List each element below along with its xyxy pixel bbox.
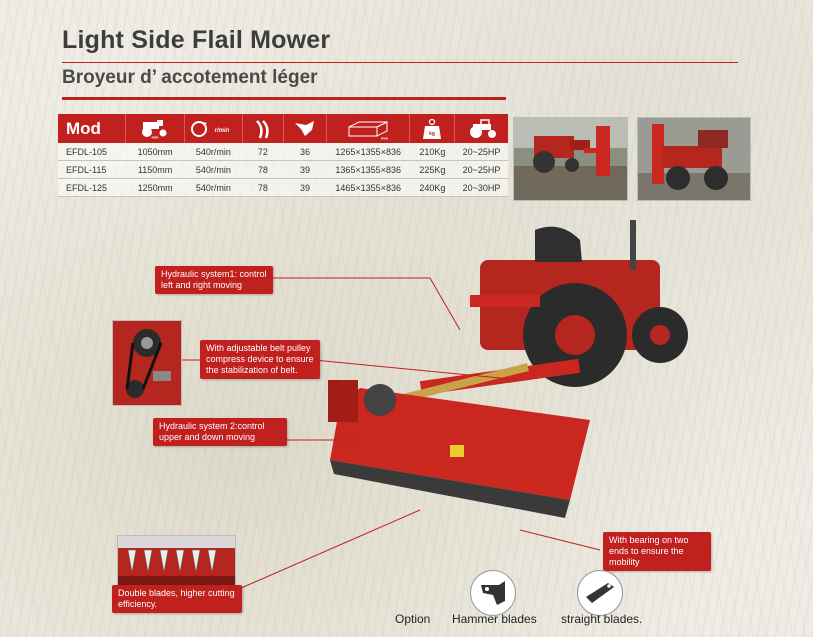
spec-cell: 1365×1355×836	[326, 160, 410, 179]
spec-cell: 540r/min	[184, 178, 243, 197]
hammer-blade-icon	[470, 570, 516, 616]
spec-cell: 20~25HP	[454, 143, 508, 161]
spec-cell: 225Kg	[409, 160, 455, 179]
spec-cell: 39	[283, 160, 327, 179]
spec-cell: 1150mm	[125, 160, 185, 179]
pto-speed-header: r/min	[184, 114, 243, 143]
spec-cell: EFDL-115	[58, 160, 126, 179]
option-label: Option	[395, 612, 431, 626]
spec-cell: 540r/min	[184, 160, 243, 179]
hammer-count-header	[283, 114, 328, 143]
spec-cell: 78	[242, 160, 284, 179]
weight-icon: kg	[423, 118, 442, 139]
belt-adjust-callout: With adjustable belt pulley compress dev…	[200, 340, 320, 379]
belt-pulley-photo	[112, 320, 182, 406]
spec-cell: 1265×1355×836	[326, 143, 410, 161]
dims-unit: mm	[381, 135, 389, 140]
spec-cell: 39	[283, 178, 327, 197]
mod-header: Mod	[58, 114, 127, 143]
spec-cell: 540r/min	[184, 143, 243, 161]
double-blade-icon	[255, 119, 269, 138]
speed-unit: r/min	[215, 128, 230, 134]
flail-mower-illustration	[328, 220, 688, 518]
page-title: Light Side Flail Mower	[62, 26, 331, 54]
width-unit: mm	[152, 134, 160, 139]
hydraulic-system-1-callout: Hydraulic system1: control left and righ…	[155, 266, 273, 294]
spec-cell: 1465×1355×836	[326, 178, 410, 197]
straight-blades-label: straight blades.	[561, 612, 643, 626]
spec-cell: 20~30HP	[454, 178, 508, 197]
spec-header-row: Mod mm r/min	[58, 114, 508, 143]
tractor-side-photo	[513, 117, 628, 201]
page-subtitle: Broyeur d’ accotement léger	[62, 67, 318, 88]
tractor-rear-photo	[637, 117, 751, 201]
blade-count-header	[242, 114, 284, 143]
weight-unit: kg	[429, 131, 435, 137]
bearing-callout: With bearing on two ends to ensure the m…	[603, 532, 711, 571]
hammer-blade-icon	[294, 120, 314, 136]
spec-cell: 1250mm	[125, 178, 185, 197]
working-width-header: mm	[125, 114, 185, 143]
title-rule	[62, 62, 738, 63]
spec-cell: 20~25HP	[454, 160, 508, 179]
subtitle-rule	[62, 97, 506, 100]
tractor-icon	[469, 118, 496, 138]
spec-cell: 72	[242, 143, 284, 161]
spec-cell: 210Kg	[409, 143, 455, 161]
spec-cell: 78	[242, 178, 284, 197]
straight-blade-icon	[577, 570, 623, 616]
rotation-icon: r/min	[191, 120, 230, 137]
spec-cell: 36	[283, 143, 327, 161]
spec-cell: 240Kg	[409, 178, 455, 197]
spec-cell: EFDL-125	[58, 178, 126, 197]
weight-header: kg	[409, 114, 456, 143]
double-blades-photo	[117, 535, 236, 589]
tractor-width-icon: mm	[142, 119, 167, 139]
box-dimensions-icon: mm	[348, 120, 389, 140]
spec-cell: EFDL-105	[58, 143, 126, 161]
double-blades-callout: Double blades, higher cutting efficiency…	[112, 585, 242, 613]
spec-cell: 1050mm	[125, 143, 185, 161]
power-header	[454, 114, 508, 143]
hammer-blades-label: Hammer blades	[452, 612, 537, 626]
spec-table: Mod mm r/min	[58, 114, 508, 197]
hydraulic-system-2-callout: Hydraulic system 2:control upper and dow…	[153, 418, 287, 446]
dimensions-header: mm	[326, 114, 411, 143]
